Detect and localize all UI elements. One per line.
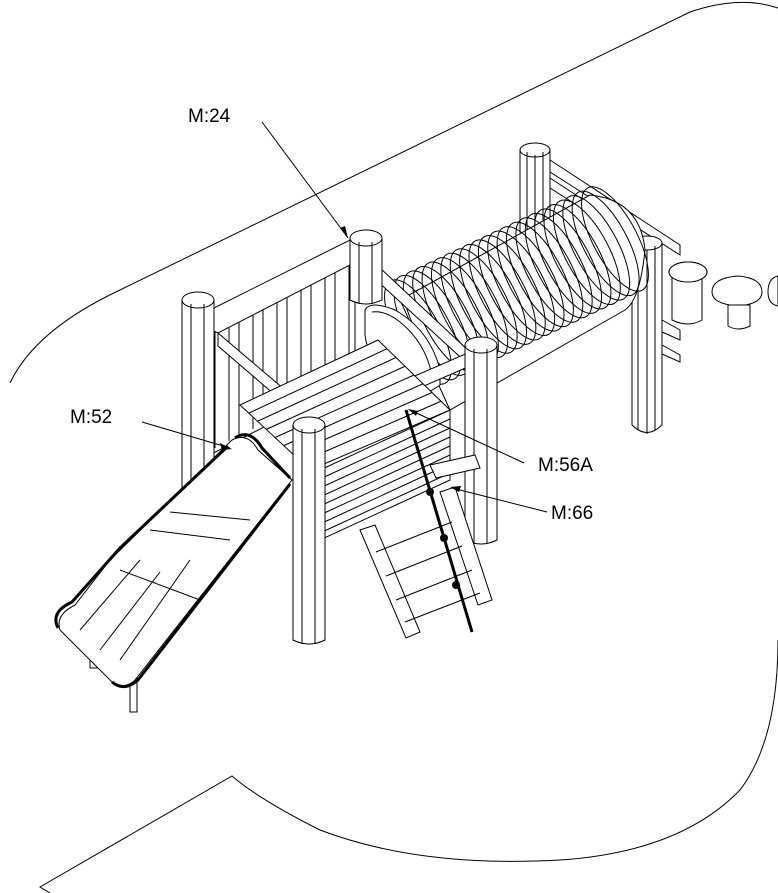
label-m52: M:52 xyxy=(70,407,112,428)
ladder xyxy=(359,486,493,639)
leader-arrow-m24 xyxy=(340,226,348,238)
slide xyxy=(54,433,293,713)
stepping-stools xyxy=(668,261,778,330)
climbing-rope xyxy=(404,409,474,633)
site-boundary-line xyxy=(9,1,778,384)
leader-arrow-m56a xyxy=(408,409,418,416)
leader-arrow-m66 xyxy=(450,486,461,492)
label-m66: M:66 xyxy=(551,503,593,524)
site-boundary-lower-line xyxy=(39,639,778,893)
label-m56a: M:56A xyxy=(538,455,593,476)
leader-arrow-m52 xyxy=(220,443,232,450)
main-tower xyxy=(181,229,498,645)
leader-line-m52 xyxy=(141,421,231,449)
leader-line-m66 xyxy=(451,487,548,513)
label-m24: M:24 xyxy=(188,106,231,127)
leader-line-m56a xyxy=(409,409,525,464)
leader-line-m24 xyxy=(261,121,349,239)
